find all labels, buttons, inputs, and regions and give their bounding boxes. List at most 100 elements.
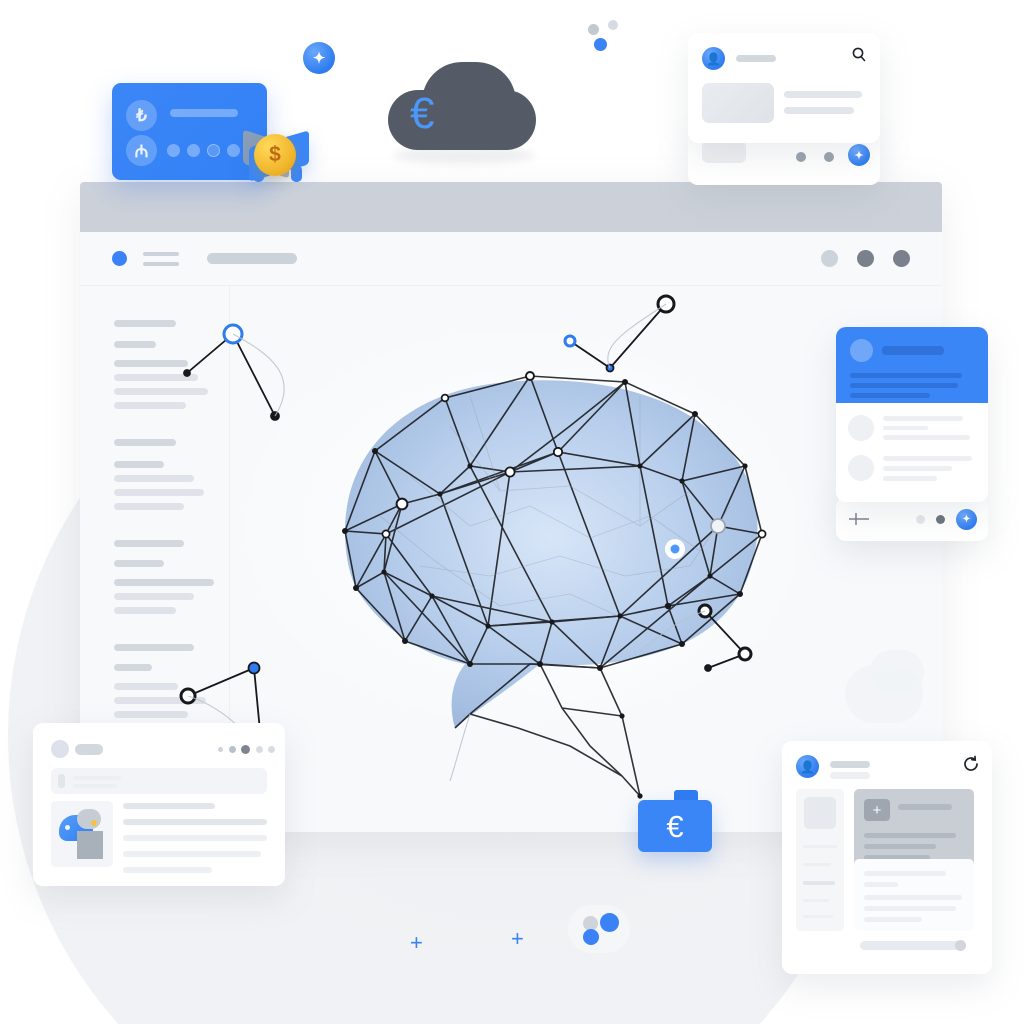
sub-text-line — [864, 917, 922, 922]
refresh-icon[interactable] — [962, 755, 980, 773]
sidebar-item-label[interactable] — [114, 593, 194, 600]
profile-card-list — [836, 403, 988, 493]
list-item[interactable] — [848, 455, 976, 481]
sidebar-item-label[interactable] — [114, 664, 152, 671]
plus-icon[interactable]: + — [864, 799, 890, 821]
currency-lira-icon: ₺ — [126, 100, 157, 131]
sidebar-item-label[interactable] — [114, 711, 188, 718]
slider-handle[interactable] — [955, 940, 966, 951]
menu-line — [143, 251, 179, 256]
header-title-bar — [882, 346, 944, 355]
avatar-placeholder — [804, 797, 836, 829]
sidebar-item-label[interactable] — [114, 697, 206, 704]
sidebar-item-label[interactable] — [114, 607, 176, 614]
sidebar-item-label[interactable] — [114, 461, 164, 468]
header-dot — [229, 746, 236, 753]
user-avatar-icon: 👤 — [796, 755, 819, 778]
card-text-line — [123, 851, 262, 857]
sidebar-item-heading[interactable] — [114, 320, 176, 327]
blue-payment-card[interactable]: ₺ ₼ — [112, 83, 267, 180]
gear-icon — [848, 455, 874, 481]
sidebar-item-label[interactable] — [114, 560, 164, 567]
sub-text-line — [864, 906, 956, 911]
top-right-article-card[interactable]: 👤 — [688, 33, 880, 143]
menu-line — [143, 261, 179, 266]
card-title-bar — [170, 109, 238, 117]
verified-badge-icon: ✦ — [848, 144, 870, 166]
card-dot-active — [207, 144, 220, 157]
sidebar-item-label[interactable] — [114, 579, 214, 586]
editor-sub-panel — [854, 859, 974, 931]
user-avatar-icon — [850, 339, 873, 362]
search-icon[interactable] — [850, 46, 868, 64]
editor-left-column[interactable] — [796, 789, 844, 931]
footer-pill[interactable] — [702, 141, 746, 163]
panel-title-line — [898, 804, 952, 810]
sidebar-item-heading[interactable] — [114, 540, 184, 547]
right-middle-profile-card[interactable] — [836, 327, 988, 502]
cluster-dot-accent — [583, 929, 599, 945]
soft-cloud-shape — [870, 650, 924, 694]
cube-leg — [291, 165, 302, 182]
plus-mark-left: + — [410, 930, 423, 955]
bottom-right-editor-card[interactable]: 👤 + — [782, 741, 992, 974]
euro-symbol: € — [410, 89, 435, 138]
maximize-button[interactable] — [857, 250, 874, 267]
3d-cube-graphic — [243, 129, 318, 183]
deco-dot — [588, 24, 599, 35]
sidebar-item-label[interactable] — [114, 683, 178, 690]
brain-wireframe-graphic — [170, 276, 930, 832]
search-row[interactable] — [51, 768, 267, 794]
sidebar-item-label[interactable] — [114, 374, 198, 381]
folder-body: € — [638, 800, 712, 852]
nav-line — [803, 881, 835, 885]
slider-icon[interactable] — [848, 511, 870, 527]
sidebar-item-label[interactable] — [114, 388, 208, 395]
blue-folder-euro-icon[interactable]: € — [638, 790, 712, 852]
header-text-line — [850, 393, 930, 398]
list-text-line — [883, 475, 937, 481]
profile-card-footer: ✦ — [836, 497, 988, 541]
list-text-line — [883, 426, 928, 430]
sub-text-line — [864, 871, 946, 876]
bottom-left-media-card[interactable] — [33, 723, 285, 886]
list-text-line — [883, 455, 973, 461]
list-text-line — [883, 416, 963, 421]
close-button[interactable] — [893, 250, 910, 267]
cluster-dot — [583, 916, 598, 931]
progress-slider[interactable] — [860, 940, 966, 951]
sidebar-item-heading[interactable] — [114, 439, 176, 446]
card-dot — [187, 144, 200, 157]
sidebar-item-label[interactable] — [114, 360, 188, 367]
search-text-line — [73, 784, 117, 788]
sidebar-item-heading[interactable] — [114, 644, 194, 651]
card-text-line — [123, 835, 267, 841]
footer-dot — [796, 152, 806, 162]
sidebar-item-label[interactable] — [114, 475, 194, 482]
card-text-line — [784, 107, 854, 114]
card-text-line — [123, 867, 213, 873]
sidebar-item-label[interactable] — [114, 503, 184, 510]
profile-card-header — [836, 327, 988, 403]
currency-manat-icon: ₼ — [126, 135, 157, 166]
dark-cloud-euro-icon: € — [388, 62, 536, 164]
list-item[interactable] — [848, 415, 976, 441]
sidebar-group — [114, 644, 229, 718]
card-text-line — [123, 819, 267, 825]
3d-cloud-illustration — [51, 801, 113, 867]
address-bar[interactable] — [207, 253, 297, 264]
sidebar-item-label[interactable] — [114, 402, 186, 409]
minimize-button[interactable] — [821, 250, 838, 267]
sidebar-item-label[interactable] — [114, 341, 156, 348]
cluster-dot-accent — [600, 913, 619, 932]
card-title-pill — [75, 744, 103, 755]
card-text-line — [123, 803, 216, 809]
top-left-app-badge: ✦ — [303, 42, 335, 74]
menu-icon[interactable] — [143, 251, 179, 266]
panel-text-line — [864, 844, 936, 849]
sidebar-item-label[interactable] — [114, 489, 204, 496]
search-text-line — [73, 776, 121, 780]
app-logo-dot — [112, 251, 127, 266]
brain-network-canvas — [179, 286, 942, 832]
